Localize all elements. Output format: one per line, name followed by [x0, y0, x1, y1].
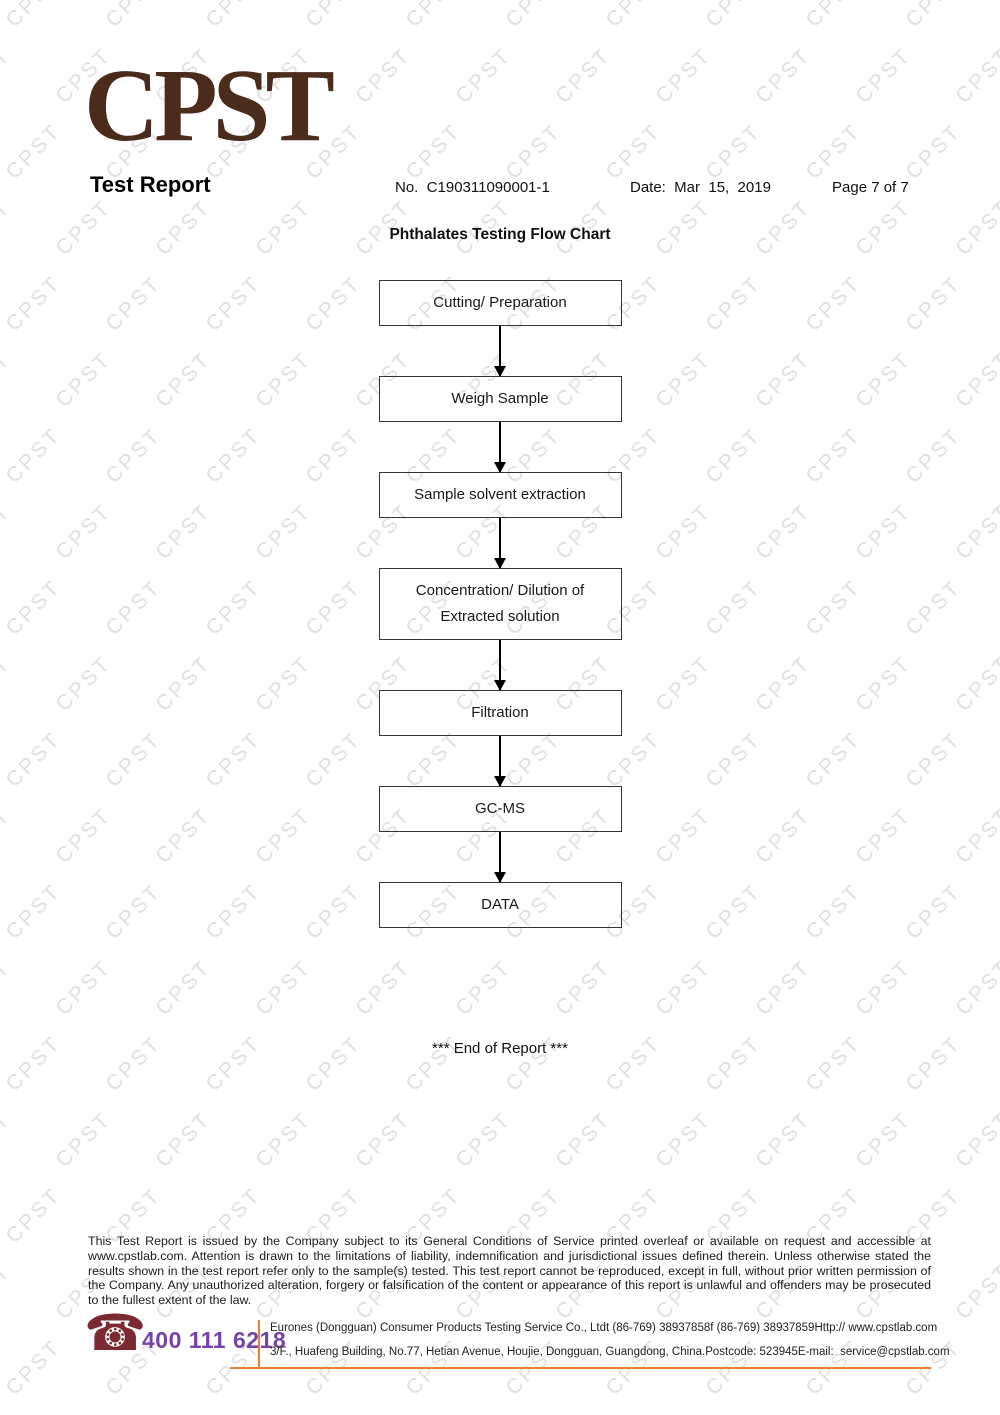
company-info: Eurones (Dongguan) Consumer Products Tes… [270, 1322, 950, 1370]
company-info-row: 3/F., Huafeng Building, No.77, Hetian Av… [270, 1346, 950, 1358]
flow-arrow-icon [494, 326, 506, 377]
footer-vertical-divider [258, 1320, 260, 1369]
flowchart-title: Phthalates Testing Flow Chart [389, 226, 611, 243]
flow-box: Sample solvent extraction [378, 472, 622, 518]
flow-arrow-icon [494, 832, 506, 883]
flow-arrow-icon [494, 518, 506, 569]
flow-arrow-icon [494, 736, 506, 787]
company-website: Http:// www.cpstlab.com [814, 1322, 938, 1334]
company-postcode: Postcode: 523945 [705, 1346, 798, 1358]
report-date: Date: Mar 15, 2019 [630, 179, 771, 196]
flow-box: GC-MS [378, 786, 622, 832]
cpst-logo: CPST [84, 48, 335, 163]
flow-box: Concentration/ Dilution of Extracted sol… [378, 568, 622, 640]
flow-arrow-icon [494, 640, 506, 691]
page-indicator: Page 7 of 7 [832, 179, 909, 196]
footer-horizontal-divider [230, 1367, 931, 1369]
company-address: 3/F., Huafeng Building, No.77, Hetian Av… [270, 1346, 706, 1358]
company-info-row: Eurones (Dongguan) Consumer Products Tes… [270, 1322, 937, 1334]
report-number: No. C190311090001-1 [395, 179, 550, 196]
flow-box: Cutting/ Preparation [378, 280, 622, 326]
disclaimer-text: This Test Report is issued by the Compan… [88, 1234, 931, 1308]
company-email: E-mail: service@cpstlab.com [797, 1346, 950, 1358]
flow-box: Weigh Sample [378, 376, 622, 422]
flow-box: Filtration [378, 690, 622, 736]
company-tel: t (86-769) 38937858 [606, 1322, 711, 1334]
hotline-number: 400 111 6218 [142, 1327, 287, 1353]
flow-box: DATA [378, 882, 622, 928]
end-of-report-text: *** End of Report *** [432, 1040, 568, 1057]
page-title: Test Report [90, 172, 211, 197]
phone-icon: ☎ [84, 1305, 147, 1361]
company-name: Eurones (Dongguan) Consumer Products Tes… [270, 1322, 607, 1334]
flow-arrow-icon [494, 422, 506, 473]
company-fax: f (86-769) 38937859 [710, 1322, 815, 1334]
